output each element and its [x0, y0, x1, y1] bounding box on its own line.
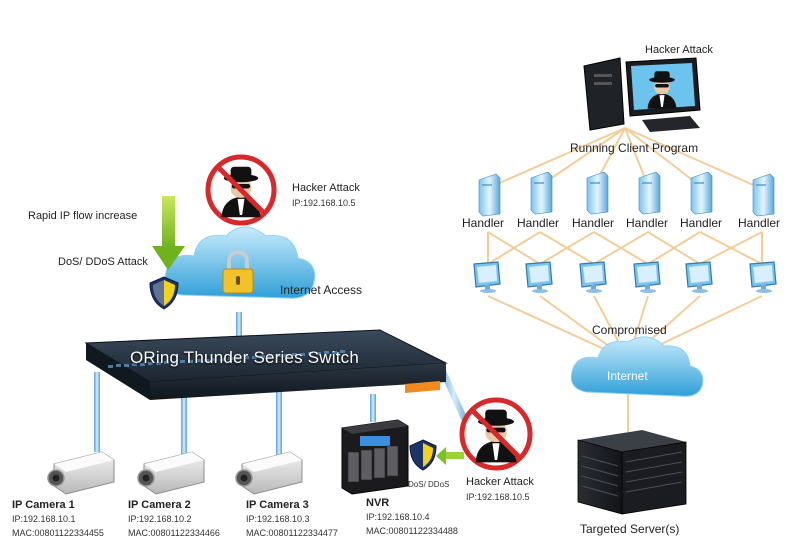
- nvr-shield-icon: [409, 439, 437, 471]
- nvr-ip: IP:192.168.10.4: [366, 512, 430, 522]
- hacker-attack-right-ip: IP:192.168.10.5: [466, 492, 530, 502]
- target-server-label: Targeted Server(s): [580, 522, 680, 536]
- handler-computer-icon: [690, 171, 713, 215]
- camera-icon: [235, 451, 303, 495]
- shield-icon: [149, 276, 179, 310]
- hacker-attack-ip: IP:192.168.10.5: [292, 198, 356, 208]
- hacker-blocked-icon: [205, 154, 277, 226]
- handler-computer-icon: [752, 173, 775, 217]
- client-program-label: Running Client Program: [570, 141, 699, 155]
- compromised-label: Compromised: [592, 323, 667, 337]
- camera-1-mac: MAC:00801122334455: [12, 528, 104, 538]
- oring-switch: [84, 329, 448, 400]
- camera-icon: [137, 451, 205, 495]
- handler-label: Handler: [462, 216, 505, 230]
- monitor-icon: [525, 261, 553, 294]
- rapid-flow-arrow: [152, 196, 185, 270]
- handler-label: Handler: [517, 216, 560, 230]
- padlock-icon: [222, 250, 254, 294]
- internet-access-label: Internet Access: [280, 283, 363, 297]
- handler-label: Handler: [626, 216, 669, 230]
- camera-1-name: IP Camera 1: [12, 499, 75, 511]
- handler-label: Handler: [680, 216, 723, 230]
- camera-3-mac: MAC:00801122334477: [246, 528, 338, 538]
- hacker-blocked-right-icon: [459, 397, 533, 471]
- dos-attack-label: DoS/ DDoS Attack: [58, 256, 148, 268]
- camera-3-name: IP Camera 3: [246, 499, 309, 511]
- target-server-icon: [577, 430, 687, 515]
- handler-computer-icon: [586, 171, 609, 215]
- camera-2-name: IP Camera 2: [128, 499, 191, 511]
- switch-title: ORing Thunder Series Switch: [130, 348, 360, 367]
- monitor-icon: [749, 261, 777, 294]
- handler-computer-icon: [478, 173, 501, 217]
- monitor-icon: [685, 261, 713, 294]
- monitor-icon: [579, 261, 607, 294]
- attacker-title: Hacker Attack: [645, 44, 713, 56]
- internet-label: Internet: [607, 369, 648, 383]
- camera-1-ip: IP:192.168.10.1: [12, 514, 76, 524]
- handler-computer-icon: [530, 171, 553, 215]
- hacker-attack-right-title: Hacker Attack: [466, 476, 534, 488]
- attack-arrow: [436, 447, 464, 465]
- nvr-name: NVR: [366, 497, 390, 509]
- nvr-mac: MAC:00801122334488: [366, 526, 458, 536]
- hacker-attack-title: Hacker Attack: [292, 182, 360, 194]
- camera-2-mac: MAC:00801122334466: [128, 528, 220, 538]
- handler-label: Handler: [738, 216, 781, 230]
- monitor-icon: [633, 261, 661, 294]
- camera-icon: [47, 451, 115, 495]
- camera-2-ip: IP:192.168.10.2: [128, 514, 192, 524]
- rapid-ip-label: Rapid IP flow increase: [28, 210, 138, 222]
- nvr-device-icon: [341, 419, 409, 495]
- handler-label: Handler: [572, 216, 615, 230]
- camera-3-ip: IP:192.168.10.3: [246, 514, 310, 524]
- internet-cloud: [570, 336, 704, 397]
- nvr-ddos-label: DoS/ DDoS: [408, 480, 450, 489]
- handler-computer-icon: [638, 171, 661, 215]
- monitor-icon: [473, 261, 501, 294]
- attacker-computer-icon: [583, 57, 701, 132]
